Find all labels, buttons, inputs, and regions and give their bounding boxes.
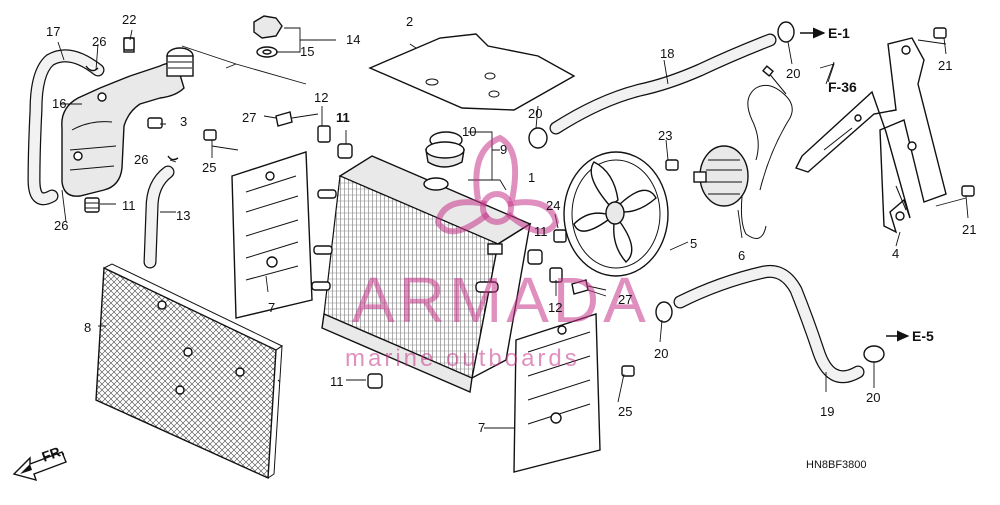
hose-13	[143, 165, 175, 269]
callout-11-top: 11	[336, 110, 350, 125]
callout-10: 10	[462, 124, 476, 139]
callout-11-right: 11	[534, 224, 548, 239]
callout-18: 18	[660, 46, 674, 61]
callout-24: 24	[546, 198, 560, 213]
callout-2: 2	[406, 14, 413, 29]
radiator-cap	[423, 131, 465, 191]
radiator-1	[311, 155, 532, 394]
callout-7-right: 7	[478, 420, 485, 435]
hose-18	[549, 33, 777, 135]
callout-20-lower: 20	[654, 346, 668, 361]
callouts: 1 2 3 4 5 6 7 7 8 9 10 11 11 11 11 12 12…	[46, 12, 976, 435]
watermark-brand: ARMADA	[352, 264, 650, 336]
front-arrow-icon: FR.	[12, 442, 67, 482]
hose-17	[27, 49, 105, 206]
ref-e5: E-5	[912, 328, 934, 344]
callout-26-mid: 26	[134, 152, 148, 167]
callout-16: 16	[52, 96, 66, 111]
callout-27-top: 27	[242, 110, 256, 125]
callout-9: 9	[500, 142, 507, 157]
front-direction-label: FR.	[40, 442, 67, 465]
callout-27-bottom: 27	[618, 292, 632, 307]
watermark: ARMADA marine outboards	[345, 134, 650, 372]
callout-6: 6	[738, 248, 745, 263]
stay-4	[795, 37, 947, 234]
callout-3: 3	[180, 114, 187, 129]
callout-20-top: 20	[786, 66, 800, 81]
bracket-7-right	[513, 313, 601, 473]
callout-26-top: 26	[92, 34, 106, 49]
callout-4: 4	[892, 246, 899, 261]
ref-e1: E-1	[828, 25, 850, 41]
bracket-7-left	[231, 151, 313, 319]
reference-arrows	[800, 27, 910, 342]
callout-17: 17	[46, 24, 60, 39]
callout-21-top: 21	[938, 58, 952, 73]
fasteners	[123, 27, 975, 389]
callout-23: 23	[658, 128, 672, 143]
callout-12-top: 12	[314, 90, 328, 105]
diagram-code: HN8BF3800	[806, 459, 867, 471]
callout-25-left: 25	[202, 160, 216, 175]
fan-5	[563, 151, 669, 277]
callout-11-bottom: 11	[330, 374, 344, 389]
propeller-logo-icon	[434, 134, 560, 235]
callout-21-bottom: 21	[962, 222, 976, 237]
callout-25-right: 25	[618, 404, 632, 419]
hose-19	[673, 264, 865, 384]
callout-5: 5	[690, 236, 697, 251]
callout-22: 22	[122, 12, 136, 27]
callout-20-mid: 20	[528, 106, 542, 121]
ref-f36: F-36	[828, 79, 857, 95]
callout-19: 19	[820, 404, 834, 419]
leader-lines	[57, 27, 969, 429]
callout-12-bottom: 12	[548, 300, 562, 315]
callout-7-left: 7	[268, 300, 275, 315]
callout-1: 1	[528, 170, 535, 185]
clamps-20	[528, 21, 885, 363]
callout-26-bottom: 26	[54, 218, 68, 233]
callout-8: 8	[84, 320, 91, 335]
fan-motor-6	[693, 65, 793, 239]
screen-8	[95, 263, 284, 480]
reserve-tank	[61, 47, 194, 197]
reference-labels: E-1 F-36 E-5	[828, 25, 934, 344]
callout-14: 14	[346, 32, 360, 47]
callout-11-tank: 11	[122, 198, 136, 213]
plate-2	[368, 33, 576, 111]
callout-13: 13	[176, 208, 190, 223]
cap-14	[253, 15, 283, 58]
callout-20-right: 20	[866, 390, 880, 405]
watermark-tagline: marine outboards	[345, 345, 580, 372]
callout-15: 15	[300, 44, 314, 59]
